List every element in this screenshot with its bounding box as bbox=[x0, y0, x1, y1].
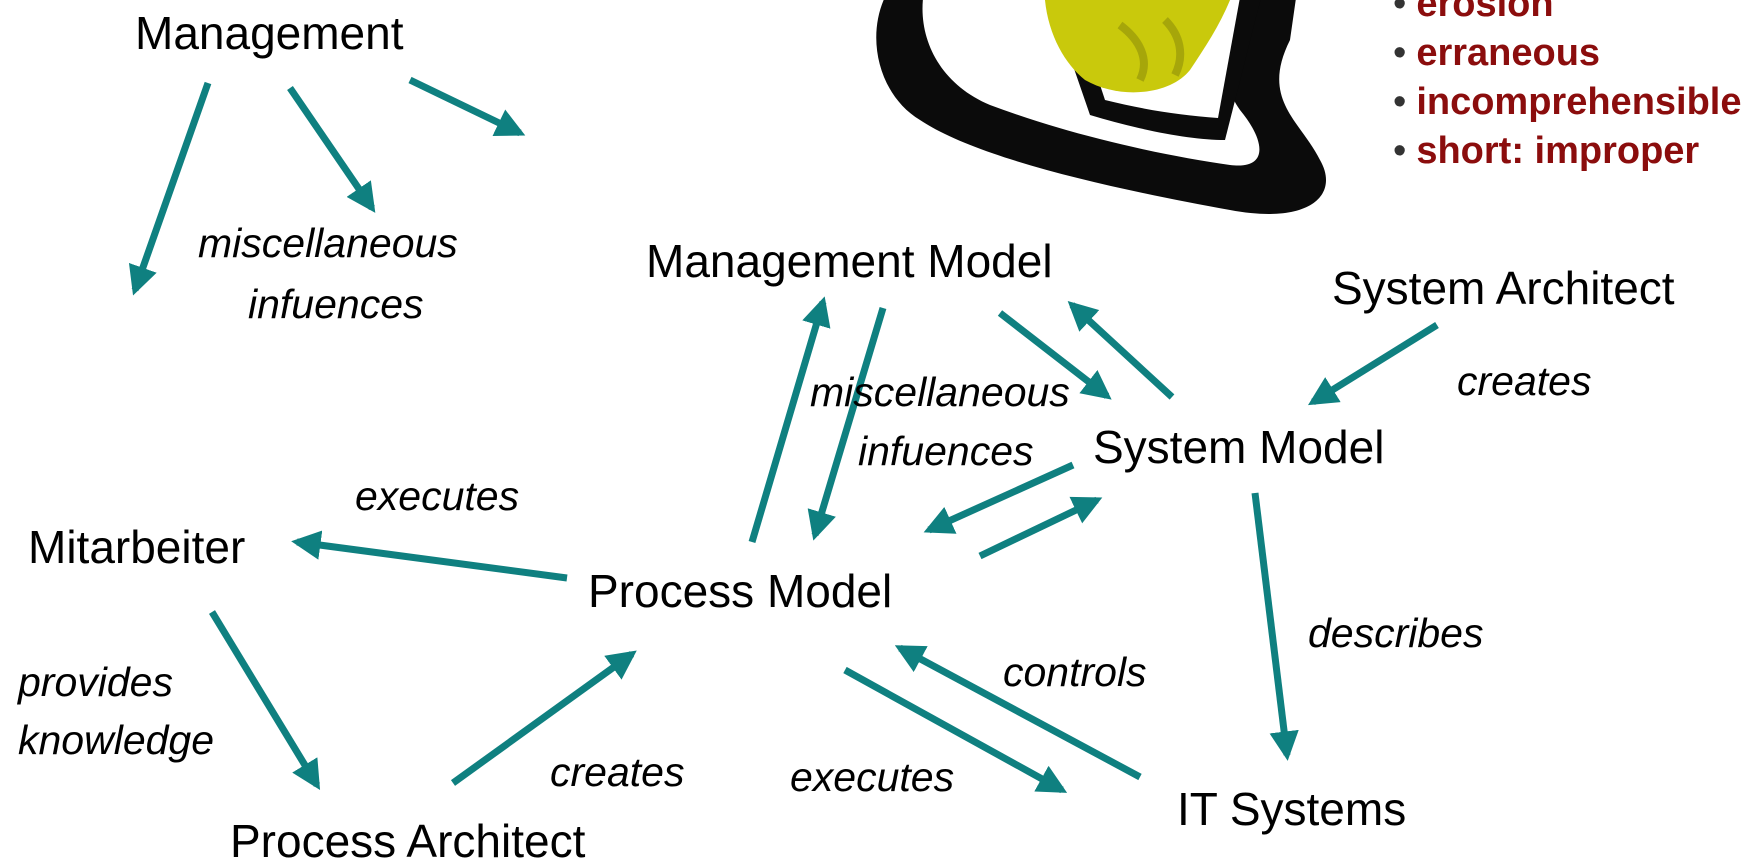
bullet-list: •erosion •erraneous •incomprehensible •s… bbox=[1393, 0, 1742, 176]
node-management-model: Management Model bbox=[646, 235, 1053, 287]
edge-label-provides-1: provides bbox=[18, 659, 173, 705]
arrow-mitarbeiter-architect bbox=[209, 610, 321, 791]
arrow-it-process bbox=[894, 644, 1142, 781]
bullet-dot: • bbox=[1393, 130, 1407, 172]
node-mitarbeiter: Mitarbeiter bbox=[28, 521, 246, 573]
arrow-process-mgmtmodel bbox=[748, 296, 831, 543]
edge-label-misc-left-1: miscellaneous bbox=[198, 220, 458, 266]
arrow-architect-process bbox=[450, 650, 637, 786]
arrow-process-system bbox=[978, 496, 1103, 560]
edge-label-misc-center-2: infuences bbox=[858, 428, 1034, 474]
bullet-dot: • bbox=[1393, 81, 1407, 123]
edge-label-creates-system: creates bbox=[1457, 358, 1592, 404]
arrow-architect-system bbox=[1308, 322, 1439, 406]
hat-band-scribble bbox=[1117, 17, 1185, 82]
bullet-text: erraneous bbox=[1416, 32, 1601, 74]
bullet-item: • erosion bbox=[1393, 0, 1742, 29]
node-process-model: Process Model bbox=[588, 565, 893, 617]
arrow-management-right bbox=[408, 76, 526, 137]
node-it-systems: IT Systems bbox=[1177, 783, 1407, 835]
bullet-item: •incomprehensible bbox=[1393, 78, 1742, 127]
arrow-process-it bbox=[843, 666, 1068, 794]
node-system-architect: System Architect bbox=[1332, 262, 1675, 314]
edge-label-executes-mitarbeiter: executes bbox=[355, 473, 520, 519]
arrow-system-process bbox=[923, 461, 1075, 534]
arrow-system-mgmtmodel bbox=[1067, 301, 1175, 400]
edge-label-misc-left-2: infuences bbox=[248, 281, 424, 327]
arrow-system-it bbox=[1251, 492, 1299, 761]
node-process-architect: Process Architect bbox=[230, 815, 586, 863]
edge-label-describes: describes bbox=[1308, 610, 1484, 656]
bullet-item: •short: improper bbox=[1393, 127, 1742, 176]
bullet-item: •erraneous bbox=[1393, 29, 1742, 78]
edge-label-controls: controls bbox=[1003, 649, 1147, 695]
bullet-dot: • bbox=[1393, 32, 1407, 74]
bullet-text: incomprehensible bbox=[1416, 81, 1742, 123]
edge-label-creates-process: creates bbox=[550, 749, 685, 795]
edge-label-executes-it: executes bbox=[790, 754, 955, 800]
node-system-model: System Model bbox=[1093, 421, 1385, 473]
arrow-mgmtmodel-system bbox=[997, 310, 1112, 400]
edge-label-misc-center-1: miscellaneous bbox=[810, 369, 1070, 415]
arrow-management-misc bbox=[287, 86, 376, 213]
bullet-dot: • bbox=[1393, 0, 1407, 25]
bullet-text: short: improper bbox=[1416, 130, 1700, 172]
node-management: Management bbox=[135, 7, 404, 59]
arrow-mgmtmodel-process bbox=[807, 306, 887, 541]
arrow-management-down bbox=[128, 81, 212, 296]
arrow-process-mitarbeiter bbox=[291, 530, 568, 582]
bullet-text: erosion bbox=[1416, 0, 1554, 25]
edge-label-provides-2: knowledge bbox=[18, 717, 215, 763]
